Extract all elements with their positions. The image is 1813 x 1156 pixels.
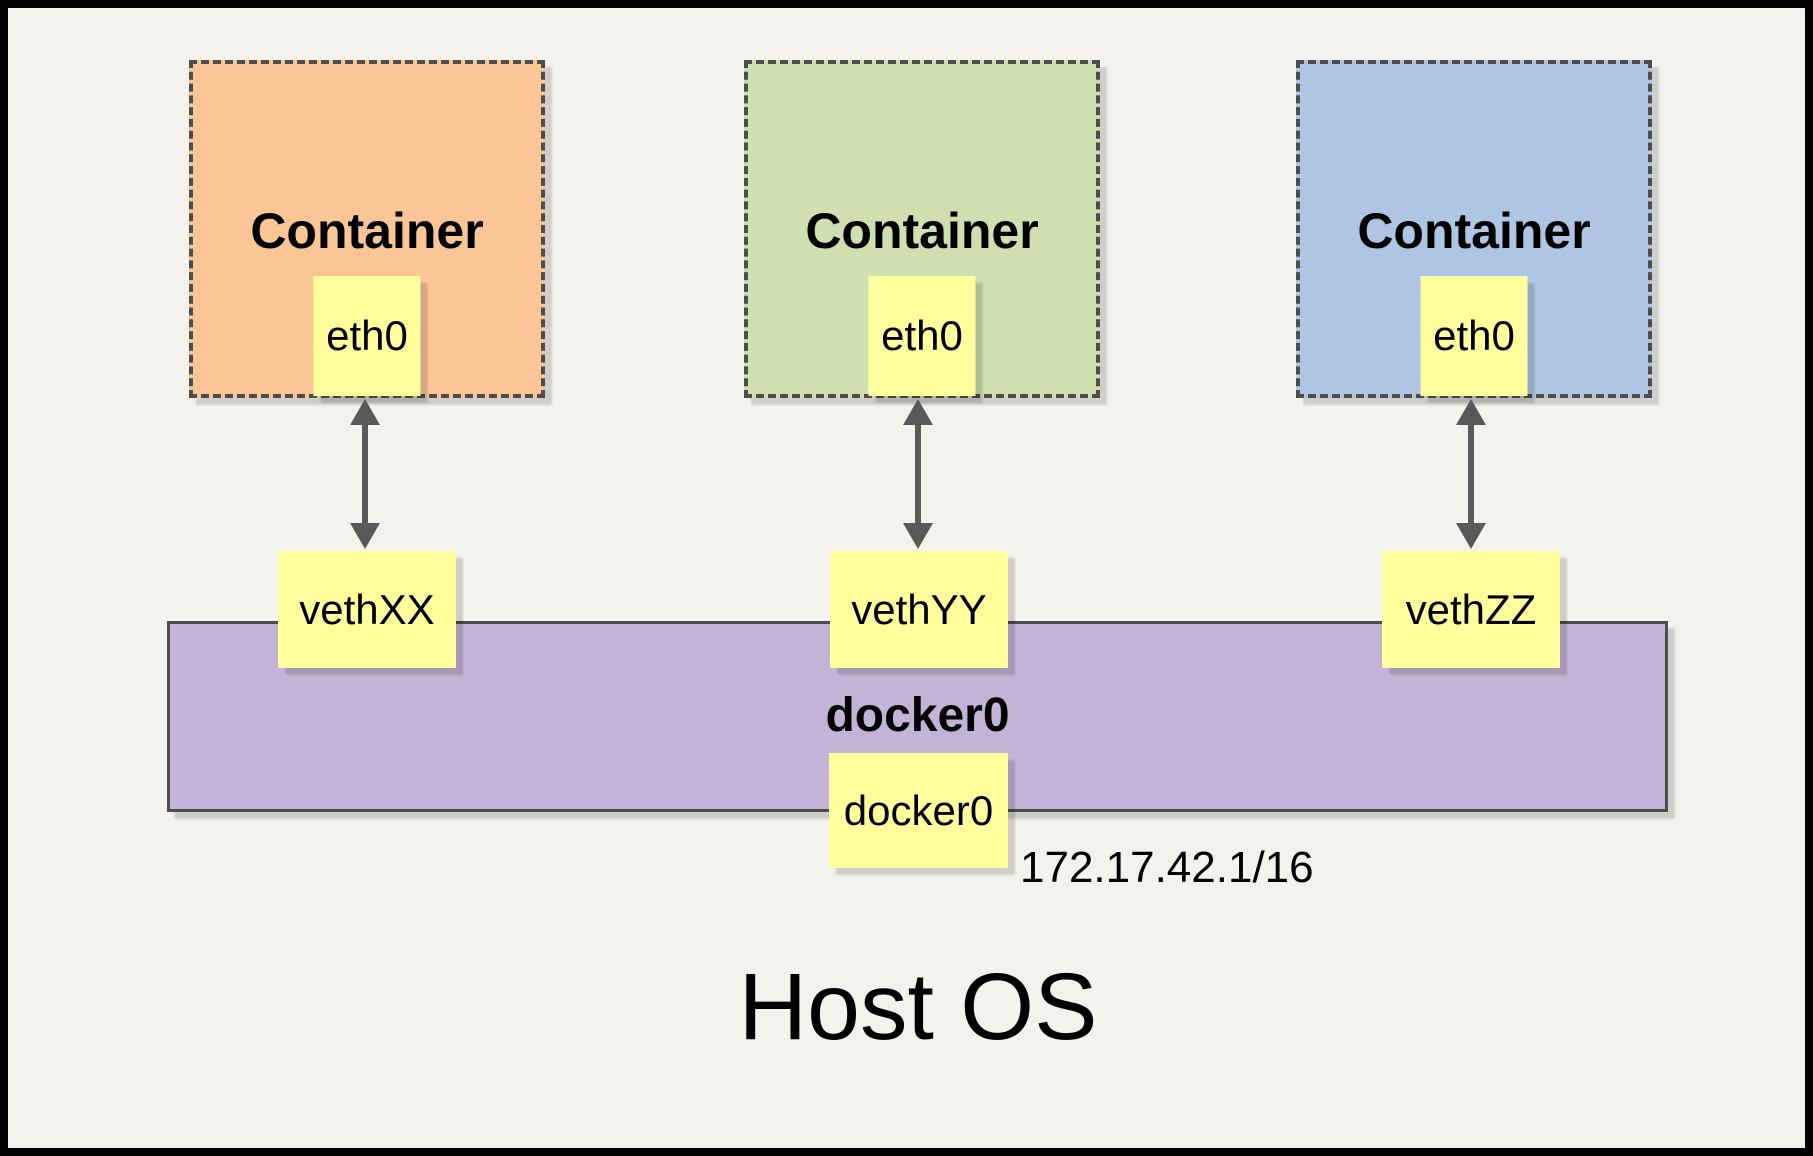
vethYY-label: vethYY — [851, 585, 987, 633]
vethYY-node: vethYY — [830, 551, 1008, 668]
arrow-shaft — [362, 419, 368, 529]
container-box-1: Container eth0 — [189, 60, 545, 398]
vethXX-label: vethXX — [299, 585, 435, 633]
container-box-2: Container eth0 — [744, 60, 1100, 398]
veth-connection-arrow-1 — [347, 399, 383, 549]
arrow-down-icon — [350, 523, 380, 549]
container-3-eth0-label: eth0 — [1433, 312, 1515, 359]
vethZZ-label: vethZZ — [1405, 585, 1537, 633]
container-1-label: Container — [250, 203, 484, 259]
container-3-eth0-node: eth0 — [1420, 276, 1528, 396]
container-box-3: Container eth0 — [1296, 60, 1652, 398]
host-os-label: Host OS — [738, 954, 1098, 1060]
docker0-interface-label: docker0 — [843, 786, 994, 834]
vethXX-node: vethXX — [278, 551, 456, 668]
arrow-shaft — [915, 419, 921, 529]
container-2-eth0-label: eth0 — [881, 312, 963, 359]
veth-connection-arrow-3 — [1453, 399, 1489, 549]
bridge-ip-label: 172.17.42.1/16 — [1020, 843, 1314, 892]
arrow-down-icon — [903, 523, 933, 549]
arrow-shaft — [1468, 419, 1474, 529]
docker0-bridge-label: docker0 — [825, 689, 1010, 742]
container-2-eth0-node: eth0 — [868, 276, 976, 396]
veth-connection-arrow-2 — [900, 399, 936, 549]
container-1-eth0-label: eth0 — [326, 312, 408, 359]
container-2-label: Container — [805, 203, 1039, 259]
docker0-interface-node: docker0 — [829, 753, 1008, 868]
vethZZ-node: vethZZ — [1382, 551, 1560, 668]
container-1-eth0-node: eth0 — [313, 276, 421, 396]
container-3-label: Container — [1357, 203, 1591, 259]
arrow-down-icon — [1456, 523, 1486, 549]
